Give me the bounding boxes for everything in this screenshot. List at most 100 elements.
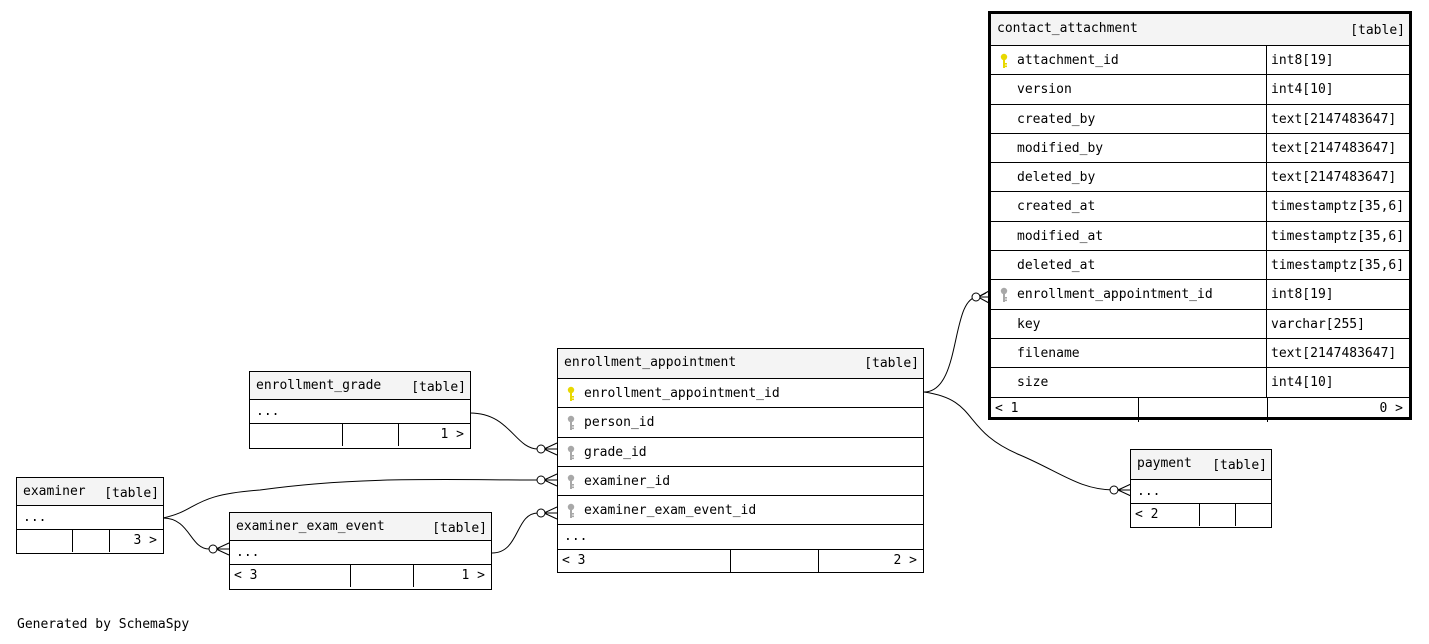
table-more-columns: ... [1131,480,1271,504]
table-name: examiner_exam_event [236,519,385,534]
footer-parents: < 3 [562,553,586,569]
column-type: timestamptz[35,6] [1271,228,1405,244]
table-name: enrollment_appointment [564,355,737,370]
column-type: int4[10] [1271,375,1334,391]
table-kind: [table] [104,486,159,501]
column-name: attachment_id [1017,53,1119,68]
table-name: examiner [23,484,86,499]
table-examiner[interactable]: examiner [table] ... 3 > [16,477,164,554]
column-row[interactable]: created_by text[2147483647] [991,104,1409,134]
table-footer: 3 > [17,530,163,552]
column-type: int4[10] [1271,82,1334,98]
table-footer: < 3 1 > [230,565,491,587]
column-row[interactable]: filename text[2147483647] [991,338,1409,369]
column-name: created_by [1017,111,1096,127]
column-name: filename [1017,345,1080,361]
table-kind: [table] [411,380,466,395]
column-type: int8[19] [1271,287,1334,303]
table-payment[interactable]: payment [table] ... < 2 [1130,449,1272,528]
column-type: text[2147483647] [1271,140,1397,156]
column-name: key [1017,316,1041,332]
column-name: examiner_exam_event_id [584,503,757,519]
table-enrollment-grade[interactable]: enrollment_grade [table] ... 1 > [249,371,471,449]
footer-parents: < 2 [1135,507,1159,522]
table-name: enrollment_grade [256,378,382,393]
table-footer: 1 > [250,424,470,446]
primary-key-icon [1000,53,1008,69]
table-header: examiner_exam_event [table] [230,513,491,541]
column-type: text[2147483647] [1271,170,1397,186]
table-header: enrollment_grade [table] [250,372,470,400]
column-name: enrollment_appointment_id [1017,287,1213,303]
column-row[interactable]: version int4[10] [991,75,1409,105]
column-type: timestamptz[35,6] [1271,199,1405,215]
table-contact-attachment[interactable]: contact_attachment [table] attachment_id… [988,11,1412,422]
column-type: varchar[255] [1271,316,1365,332]
column-type: timestamptz[35,6] [1271,258,1405,274]
table-header: payment [table] [1131,450,1271,480]
table-kind: [table] [1212,458,1267,473]
column-name: created_at [1017,199,1096,215]
table-more-columns: ... [230,541,491,565]
column-name: modified_at [1017,228,1104,244]
column-row[interactable]: key varchar[255] [991,309,1409,339]
table-footer: < 2 [1131,504,1271,526]
column-name: examiner_id [584,473,671,489]
column-row[interactable]: size int4[10] [991,368,1409,398]
table-name: contact_attachment [997,21,1138,36]
column-row[interactable]: grade_id [558,438,923,467]
primary-key-icon [567,386,575,402]
table-footer: < 3 2 > [558,550,923,574]
foreign-key-icon [567,415,575,431]
table-kind: [table] [864,356,919,371]
foreign-key-icon [567,445,575,461]
table-more-columns: ... [250,400,470,424]
column-row[interactable]: enrollment_appointment_id [558,379,923,409]
column-name: size [1017,375,1049,391]
column-row[interactable]: enrollment_appointment_id int8[19] [991,280,1409,310]
table-kind: [table] [432,521,487,536]
footer-children: 1 > [461,568,485,583]
column-name: person_id [584,415,655,431]
column-name: version [1017,82,1072,98]
column-row[interactable]: created_at timestamptz[35,6] [991,192,1409,222]
column-type: text[2147483647] [1271,345,1397,361]
table-more-columns: ... [558,525,923,551]
column-row[interactable]: examiner_exam_event_id [558,496,923,526]
edge-exam-event-to-enrollment [491,512,539,554]
column-row[interactable]: person_id [558,408,923,438]
generated-by-credit: Generated by SchemaSpy [17,617,190,632]
table-header: examiner [table] [17,478,163,506]
footer-parents: < 1 [995,400,1019,416]
table-footer: < 1 0 > [991,397,1409,422]
footer-children: 0 > [1379,400,1403,416]
table-name: payment [1137,456,1192,471]
table-examiner-exam-event[interactable]: examiner_exam_event [table] ... < 3 1 > [229,512,492,590]
column-name: grade_id [584,444,647,460]
table-header: enrollment_appointment [table] [558,349,923,379]
foreign-key-icon [567,474,575,490]
column-row[interactable]: modified_at timestamptz[35,6] [991,221,1409,252]
footer-children: 1 > [440,427,464,442]
column-row[interactable]: examiner_id [558,467,923,497]
edge-examiner-to-exam-event [162,517,210,550]
edge-grade-to-enrollment [469,412,539,450]
column-row[interactable]: modified_by text[2147483647] [991,133,1409,164]
column-type: text[2147483647] [1271,111,1397,127]
foreign-key-icon [1000,287,1008,303]
foreign-key-icon [567,503,575,519]
column-name: modified_by [1017,140,1104,156]
column-type: int8[19] [1271,53,1334,68]
table-enrollment-appointment[interactable]: enrollment_appointment [table] enrollmen… [557,348,924,574]
footer-children: 2 > [893,553,917,569]
column-row[interactable]: attachment_id int8[19] [991,46,1409,76]
column-name: deleted_by [1017,170,1096,186]
footer-children: 3 > [133,533,157,548]
column-name: enrollment_appointment_id [584,386,780,401]
table-kind: [table] [1350,23,1405,38]
table-more-columns: ... [17,506,163,530]
table-header: contact_attachment [table] [991,14,1409,46]
footer-parents: < 3 [234,568,258,583]
column-row[interactable]: deleted_by text[2147483647] [991,163,1409,193]
